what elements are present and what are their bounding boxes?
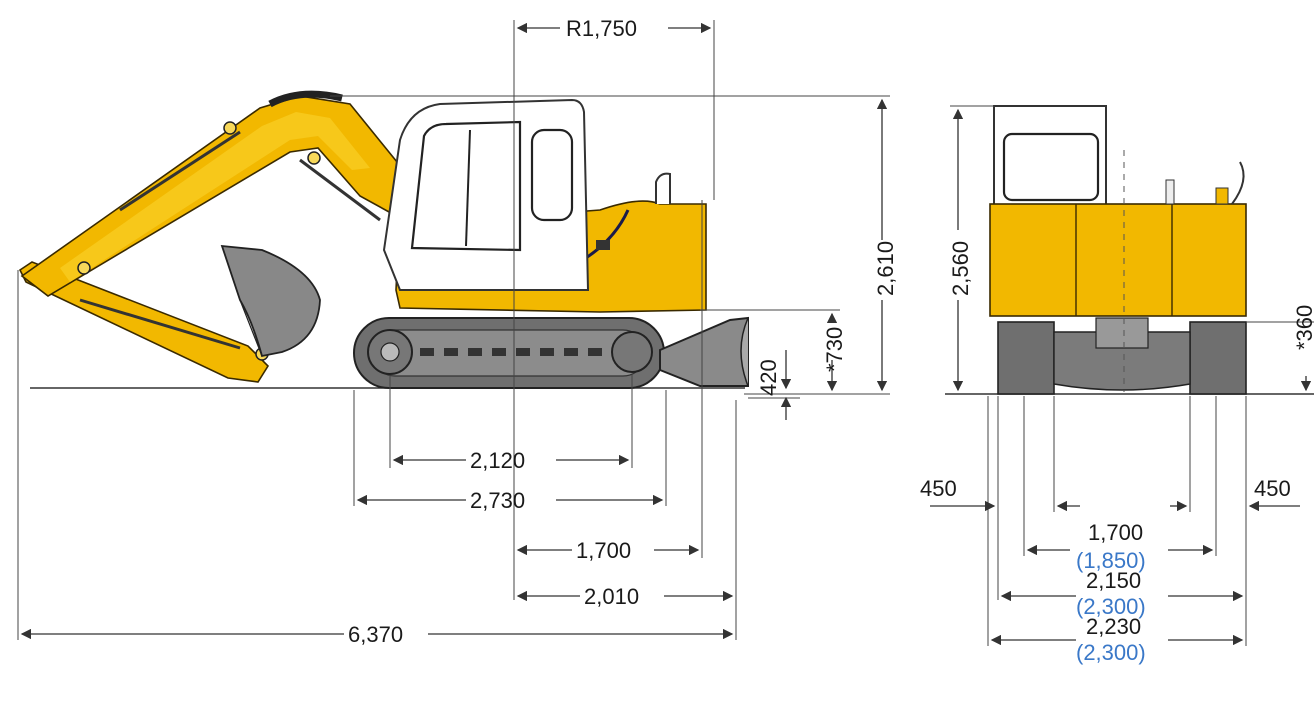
label-shoe-width-left: 450 — [920, 476, 957, 501]
track-left — [997, 321, 1055, 395]
label-overall-width-alt: (2,300) — [1076, 594, 1146, 619]
label-tail-radius: R1,750 — [566, 16, 637, 41]
label-blade-height: 420 — [756, 359, 781, 396]
excavator-front-view — [945, 105, 1314, 395]
label-overall-length: 6,370 — [348, 622, 403, 647]
track-right — [1189, 321, 1247, 395]
bucket — [220, 244, 321, 358]
label-ground-clearance: *360 — [1292, 305, 1314, 350]
label-shoe-width-right: 450 — [1254, 476, 1291, 501]
dozer-blade — [659, 316, 749, 387]
front-dimensions: 2,560 *360 450 450 1,700 (1,850) 2,150 (… — [920, 105, 1314, 665]
label-blade-lift: *730 — [822, 327, 847, 372]
label-rear-to-center: 1,700 — [576, 538, 631, 563]
label-blade-reach: 2,010 — [584, 584, 639, 609]
cab-door-window — [410, 120, 522, 252]
side-dimensions: R1,750 2,610 *730 420 2,120 2,730 — [17, 16, 898, 647]
cab-side-window — [530, 128, 574, 222]
label-blade-width-alt: (2,300) — [1076, 640, 1146, 665]
label-cab-height: 2,560 — [948, 241, 973, 296]
label-overall-height: 2,610 — [873, 241, 898, 296]
label-track-length: 2,730 — [470, 488, 525, 513]
label-blade-width: 2,230 — [1086, 614, 1141, 639]
label-track-gauge: 1,700 — [1088, 520, 1143, 545]
label-tumbler-distance: 2,120 — [470, 448, 525, 473]
label-overall-width: 2,150 — [1086, 568, 1141, 593]
idler — [611, 331, 653, 373]
excavator-side-view — [18, 90, 749, 389]
label-track-gauge-alt: (1,850) — [1076, 548, 1146, 573]
center-frame — [1053, 331, 1191, 391]
body-front — [989, 203, 1247, 317]
